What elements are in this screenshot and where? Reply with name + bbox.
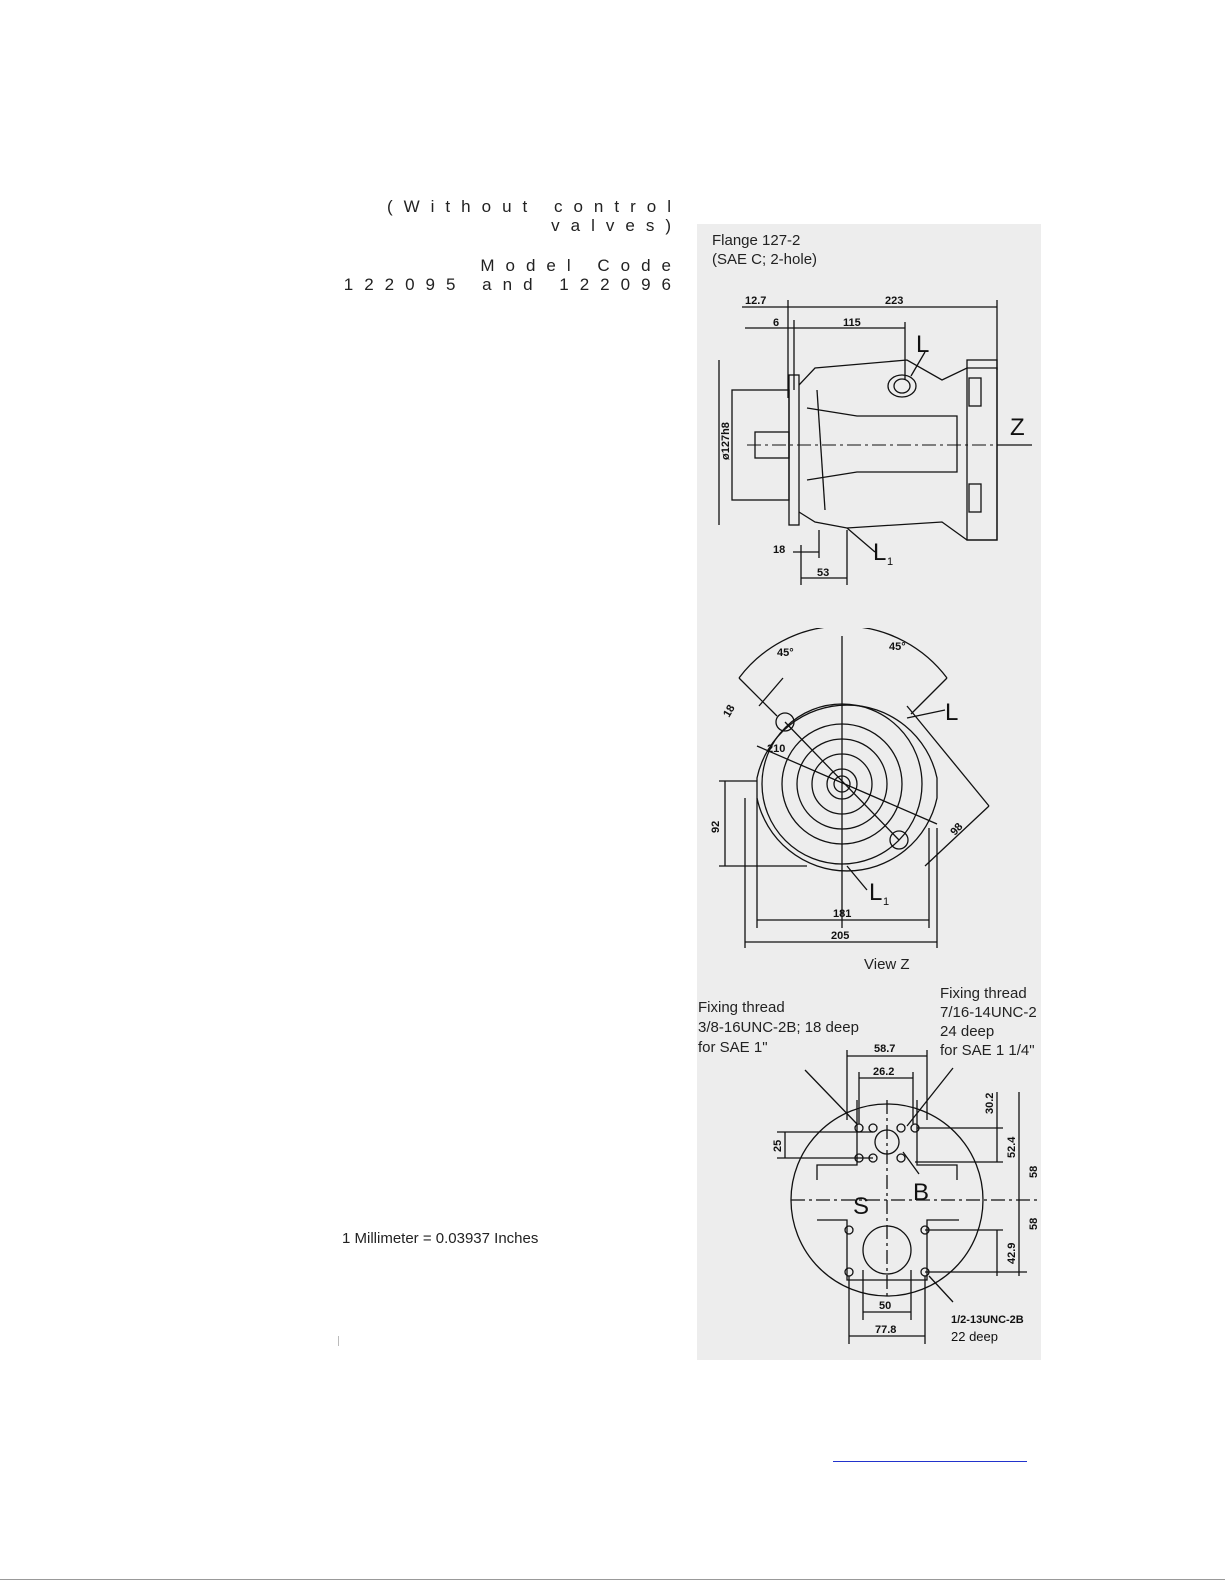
dim-181: 181 [833, 908, 851, 920]
page-bottom-rule [0, 1579, 1225, 1580]
dim-12-7: 12.7 [745, 295, 766, 307]
dim-58-7: 58.7 [874, 1043, 895, 1055]
dim-58-lower: 58 [1028, 1218, 1040, 1230]
dim-98: 98 [948, 821, 965, 838]
dim-58-upper: 58 [1028, 1166, 1040, 1178]
angle-left: 45° [777, 647, 794, 659]
dim-223: 223 [885, 295, 903, 307]
port-view-drawing: 58.7 26.2 30.2 25 52.4 58 58 42.9 50 77.… [772, 1043, 1041, 1344]
view-z-marker: Z [1010, 414, 1025, 441]
view-z-port-l1-label: L [869, 879, 882, 906]
dim-210: 210 [767, 743, 785, 755]
footer-link-underline[interactable] [833, 1461, 1027, 1462]
dim-25: 25 [772, 1140, 784, 1152]
right-note: Fixing thread 7/16-14UNC-2 24 deep for S… [940, 984, 1041, 1060]
side-view-drawing: 12.7 223 6 115 ø127h8 18 53 L Z L 1 [718, 295, 1032, 585]
right-note-line-1: Fixing thread [940, 985, 1027, 1002]
bottom-thread-line-2: 22 deep [951, 1329, 998, 1344]
view-z-caption: View Z [864, 956, 910, 973]
view-z-port-l-label: L [945, 699, 958, 726]
view-z-drawing: 45° 45° 18 210 92 98 181 205 L L 1 [710, 628, 990, 948]
port-l1-label: L [873, 539, 886, 566]
left-note-line-1: Fixing thread [698, 999, 785, 1016]
left-note-line-3: for SAE 1" [698, 1039, 768, 1056]
right-note-line-3: 24 deep [940, 1023, 995, 1040]
dim-50: 50 [879, 1300, 891, 1312]
dim-6: 6 [773, 317, 779, 329]
port-l-label: L [916, 331, 929, 358]
dim-shaft-diameter: ø127h8 [720, 422, 732, 460]
left-note-line-2: 3/8-16UNC-2B; 18 deep [698, 1019, 859, 1036]
right-note-line-4: for SAE 1 1/4" [940, 1042, 1035, 1059]
dim-42-9: 42.9 [1006, 1243, 1018, 1264]
dim-18: 18 [773, 544, 785, 556]
heading-line-2: valves) [551, 216, 682, 235]
drawing-panel [697, 224, 1041, 1360]
port-l1-subscript: 1 [887, 556, 893, 568]
dim-18-hole: 18 [721, 703, 738, 720]
dim-26-2: 26.2 [873, 1066, 894, 1078]
dim-205: 205 [831, 930, 849, 942]
view-z-port-l1-subscript: 1 [883, 896, 889, 908]
flange-title: Flange 127-2 [712, 232, 801, 249]
port-b-label: B [913, 1179, 929, 1206]
dim-77-8: 77.8 [875, 1324, 896, 1336]
right-note-line-2: 7/16-14UNC-2 [940, 1004, 1037, 1021]
angle-right: 45° [889, 641, 906, 653]
bottom-thread-line-1: 1/2-13UNC-2B [951, 1314, 1024, 1326]
port-s-label: S [853, 1193, 869, 1220]
model-code-values: 122095 and 122096 [343, 275, 682, 294]
unit-conversion: 1 Millimeter = 0.03937 Inches [342, 1230, 539, 1247]
margin-mark [338, 1336, 339, 1346]
dim-30-2: 30.2 [984, 1093, 996, 1114]
heading-line-1: (Without control [386, 197, 682, 216]
flange-subtitle: (SAE C; 2-hole) [712, 251, 818, 268]
dim-53: 53 [817, 567, 829, 579]
model-code-label: Model Code [480, 256, 682, 275]
dim-92: 92 [710, 821, 722, 833]
dim-52-4: 52.4 [1006, 1136, 1018, 1158]
dim-115: 115 [843, 317, 861, 329]
